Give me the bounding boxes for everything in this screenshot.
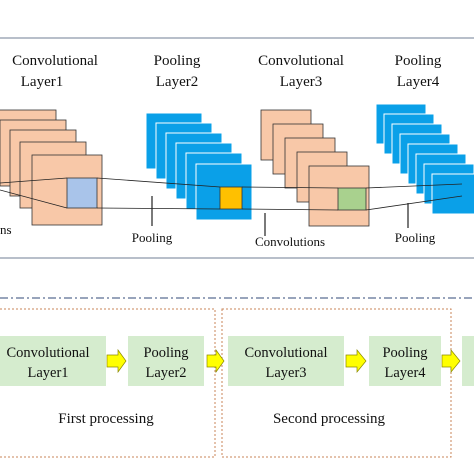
kernel-window-yellow [219,186,243,210]
group-label-second: Second processing [273,411,386,427]
callout-convolutions-2: Convolutions [255,234,325,249]
layer4-title-line1: Pooling [395,53,442,69]
flow-box-pool2-bg [128,336,204,386]
projection-line [365,183,463,189]
flow-arrow-icon [206,348,225,374]
kernel-window-green [337,187,367,211]
bottom-panel: Convolutional Layer1 Pooling Layer2 Conv… [0,297,474,458]
flow-box-conv1-bg [0,336,106,386]
flow-box-conv3-bg [228,336,344,386]
feature-map [431,173,474,215]
layer2-title-line2: Layer2 [156,74,198,90]
callout-pooling-1: Pooling [132,230,173,245]
layer3-title-line2: Layer3 [280,74,322,90]
kernel-window-blue [66,177,98,209]
projection-line [241,186,339,189]
callout-pooling-2: Pooling [395,230,436,245]
layer4-title-line2: Layer4 [397,74,440,90]
flow-box-pool2-line1: Pooling [143,345,188,361]
flow-arrow-icon [441,349,461,373]
group-frame-second [221,308,452,458]
flow-box-pool4-line1: Pooling [382,345,427,361]
flow-box-conv3-line2: Layer3 [265,365,306,381]
projection-lines [0,177,463,211]
flow-box-conv3: Convolutional Layer3 [228,336,344,386]
projection-line [96,177,221,188]
callout-convolutions-left: ns [0,222,12,237]
layer2-title: Pooling Layer2 [154,53,201,90]
top-panel: Convolutional Layer1 Pooling Layer2 Conv… [0,37,474,259]
layer1-title: Convolutional Layer1 [12,53,98,90]
flow-box-conv1: Convolutional Layer1 [0,336,106,386]
layer2-title-line1: Pooling [154,53,201,69]
flow-box-next-partial [462,336,474,386]
projection-line [0,189,68,209]
flow-arrow-icon [345,349,367,373]
projection-line [96,207,221,210]
conv-layer1-stack [0,109,103,226]
conv-layer3-stack [260,109,370,227]
flow-box-pool4-bg [369,336,441,386]
flow-arrows [106,348,461,374]
projection-line [241,208,339,211]
projection-line [365,195,463,211]
layer4-title: Pooling Layer4 [395,53,442,90]
flow-box-pool4: Pooling Layer4 [369,336,441,386]
layer1-title-line1: Convolutional [12,53,98,69]
flow-box-pool2: Pooling Layer2 [128,336,204,386]
layer3-title: Convolutional Layer3 [258,53,344,90]
flow-box-conv1-line1: Convolutional [7,345,90,361]
flow-box-conv1-line2: Layer1 [27,365,68,381]
layer1-title-line2: Layer1 [21,74,63,90]
flow-box-conv3-line1: Convolutional [245,345,328,361]
group-frame-first [0,308,216,458]
layer3-title-line1: Convolutional [258,53,344,69]
group-label-first: First processing [58,411,154,427]
pool-layer2-stack [145,112,253,221]
flow-box-pool2-line2: Layer2 [145,365,186,381]
flow-box-pool4-line2: Layer4 [384,365,426,381]
projection-line [0,177,68,184]
flow-arrow-icon [106,348,127,374]
callout-leaders [151,196,409,236]
top-panel-frame [0,37,474,259]
pool-layer4-stack [375,103,474,215]
